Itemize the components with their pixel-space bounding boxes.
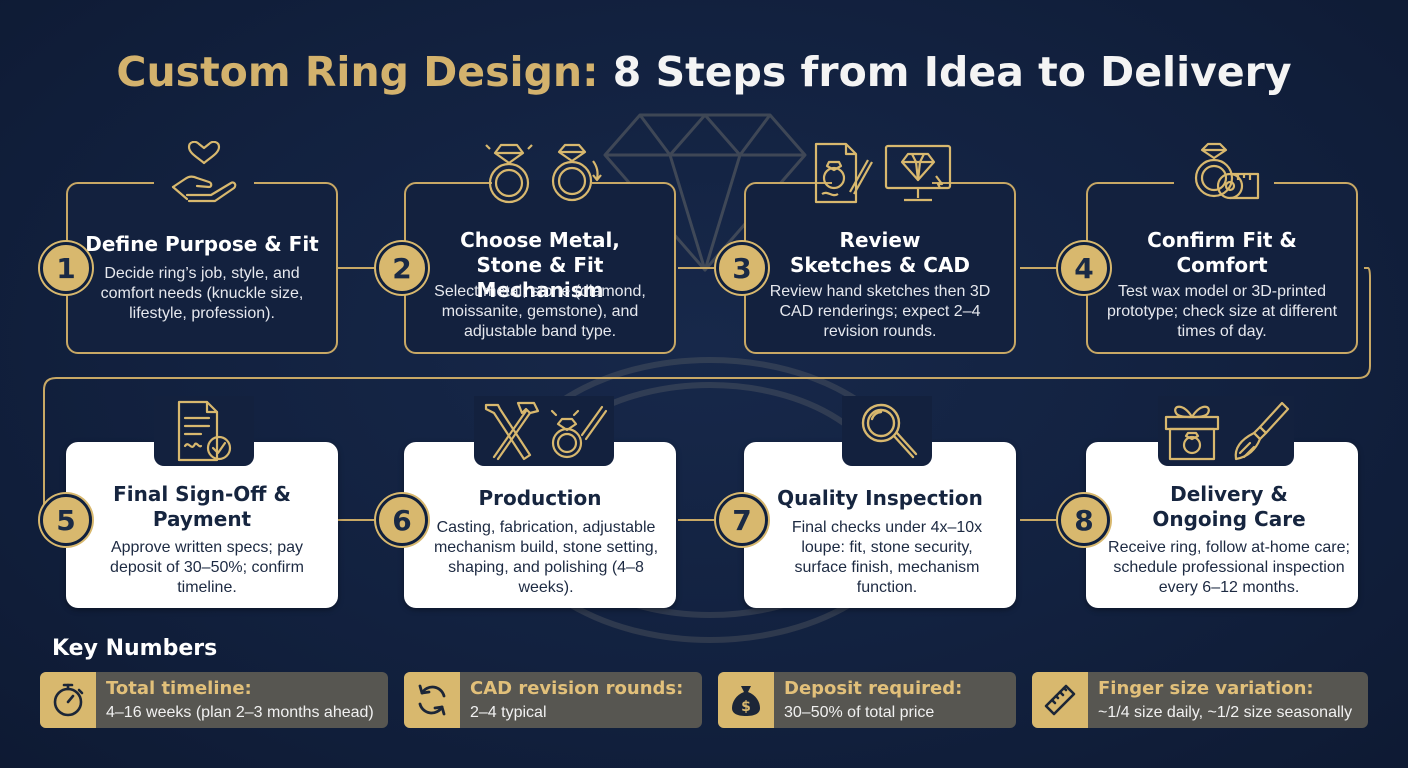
stopwatch-icon [40, 672, 96, 728]
key-number-cad-revisions: CAD revision rounds: 2–4 typical [404, 672, 702, 728]
step-icon-group [1158, 396, 1294, 466]
key-number-deposit: $ Deposit required: 30–50% of total pric… [718, 672, 1016, 728]
step-icon-group [154, 396, 254, 466]
ruler-icon [1032, 672, 1088, 728]
step-description: Test wax model or 3D-printed prototype; … [1106, 283, 1338, 340]
step-icon-group [802, 142, 962, 204]
step-title: Quality Inspection [777, 486, 983, 510]
key-number-finger-size: Finger size variation: ~1/4 size daily, … [1032, 672, 1368, 728]
step-card-1: Define Purpose & Fit Decide ring’s job, … [66, 141, 338, 354]
cleaning-brush-icon [1234, 401, 1290, 461]
svg-text:$: $ [741, 699, 751, 715]
step-description: Select metal, stone (diamond, moissanite… [434, 283, 646, 340]
step-description: Final checks under 4x–10x loupe: fit, st… [791, 519, 983, 596]
gift-box-icon [1164, 405, 1220, 461]
step-icon-group [474, 396, 614, 466]
heart-in-hand-icon [171, 141, 237, 203]
cad-monitor-icon [884, 144, 952, 202]
step-title: Delivery & Ongoing Care [1152, 482, 1306, 531]
step-number-1: 1 [40, 242, 92, 294]
step-number-8: 8 [1058, 494, 1110, 546]
hammer-wrench-icon [484, 401, 540, 461]
step-number-5: 5 [40, 494, 92, 546]
page-title: Custom Ring Design: 8 Steps from Idea to… [0, 48, 1408, 96]
step-title: Define Purpose & Fit [85, 232, 319, 256]
step-icon-group [1154, 142, 1294, 204]
card-notch [492, 180, 592, 192]
step-description: Review hand sketches then 3D CAD renderi… [769, 283, 991, 340]
step-number-3: 3 [716, 242, 768, 294]
key-value: 2–4 typical [470, 704, 547, 721]
key-value: 4–16 weeks (plan 2–3 months ahead) [106, 704, 374, 721]
step-description: Decide ring’s job, style, and comfort ne… [100, 265, 304, 322]
money-bag-icon: $ [718, 672, 774, 728]
sketch-paper-icon [814, 142, 873, 204]
step-title: Confirm Fit & Comfort [1147, 228, 1297, 277]
step-description: Receive ring, follow at-home care; sched… [1108, 539, 1350, 596]
step-number-7: 7 [716, 494, 768, 546]
key-value: ~1/4 size daily, ~1/2 size seasonally [1098, 704, 1353, 721]
ring-polishing-icon [550, 405, 608, 459]
step-icon-group [842, 396, 932, 466]
key-label: Deposit required: [784, 678, 963, 699]
key-label: CAD revision rounds: [470, 678, 684, 699]
refresh-arrows-icon [404, 672, 460, 728]
step-title: Review Sketches & CAD [790, 228, 970, 277]
step-card-6: Production Casting, fabrication, adjusta… [404, 396, 676, 608]
step-card-8: Delivery & Ongoing Care Receive ring, fo… [1086, 396, 1358, 608]
title-main: 8 Steps from Idea to Delivery [612, 48, 1292, 96]
ring-tape-measure-icon [1194, 142, 1260, 200]
step-card-7: Quality Inspection Final checks under 4x… [744, 396, 1016, 608]
step-number-2: 2 [376, 242, 428, 294]
step-title: Final Sign-Off & Payment [113, 482, 291, 531]
adjustable-ring-icon [551, 143, 602, 202]
step-title: Choose Metal, Stone & Fit Mechanism [460, 228, 620, 302]
key-value: 30–50% of total price [784, 704, 935, 721]
diamond-ring-icon [485, 143, 533, 204]
step-title: Production [478, 486, 602, 510]
step-card-4: Confirm Fit & Comfort Test wax model or … [1086, 142, 1358, 354]
key-numbers-heading: Key Numbers [52, 636, 218, 661]
step-description: Casting, fabrication, adjustable mechani… [433, 519, 659, 596]
step-icon-group [462, 142, 622, 204]
step-card-2: Choose Metal, Stone & Fit Mechanism Sele… [404, 143, 676, 354]
magnifier-icon [861, 403, 918, 459]
step-number-6: 6 [376, 494, 428, 546]
step-description: Approve written specs; pay deposit of 30… [110, 539, 304, 596]
step-number-4: 4 [1058, 242, 1110, 294]
key-label: Finger size variation: [1098, 678, 1314, 699]
key-label: Total timeline: [106, 678, 252, 699]
step-card-5: Final Sign-Off & Payment Approve written… [66, 396, 338, 608]
title-highlight: Custom Ring Design: [116, 48, 599, 96]
key-number-total-timeline: Total timeline: 4–16 weeks (plan 2–3 mon… [40, 672, 388, 728]
step-card-3: Review Sketches & CAD Review hand sketch… [744, 142, 1016, 354]
signed-document-icon [177, 400, 232, 462]
step-icon-group [134, 141, 274, 204]
